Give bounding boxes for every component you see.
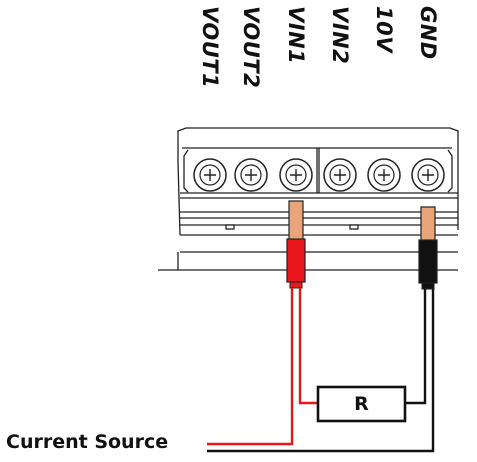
terminal-label-text: VIN1	[284, 6, 308, 65]
terminal-label-text: VOUT2	[239, 6, 263, 89]
screw-vout1	[193, 158, 227, 192]
terminal-label-vout2: VOUT2	[231, 6, 271, 112]
screw-vin2	[323, 158, 357, 192]
terminal-label-gnd: GND	[408, 6, 448, 112]
red-wire	[207, 288, 318, 446]
current-source-label: Current Source	[6, 431, 169, 453]
terminal-label-vin1: VIN1	[276, 6, 316, 112]
black-probe	[418, 206, 438, 290]
screw-vout2	[234, 158, 268, 192]
red-probe	[286, 200, 306, 289]
screw-10v	[367, 158, 401, 192]
resistor	[316, 385, 407, 423]
terminal-block	[158, 127, 459, 271]
terminal-label-text: GND	[416, 6, 440, 60]
terminal-label-text: 10V	[372, 6, 396, 53]
terminal-label-vout1: VOUT1	[190, 6, 230, 112]
screw-gnd	[411, 158, 445, 192]
black-wire	[207, 289, 435, 453]
terminal-label-text: VIN2	[328, 6, 352, 65]
screw-vin1	[279, 158, 313, 192]
terminal-label-10v: 10V	[364, 6, 404, 112]
resistor-label: R	[354, 393, 369, 415]
terminal-label-vin2: VIN2	[320, 6, 360, 112]
terminal-label-text: VOUT1	[198, 6, 222, 89]
